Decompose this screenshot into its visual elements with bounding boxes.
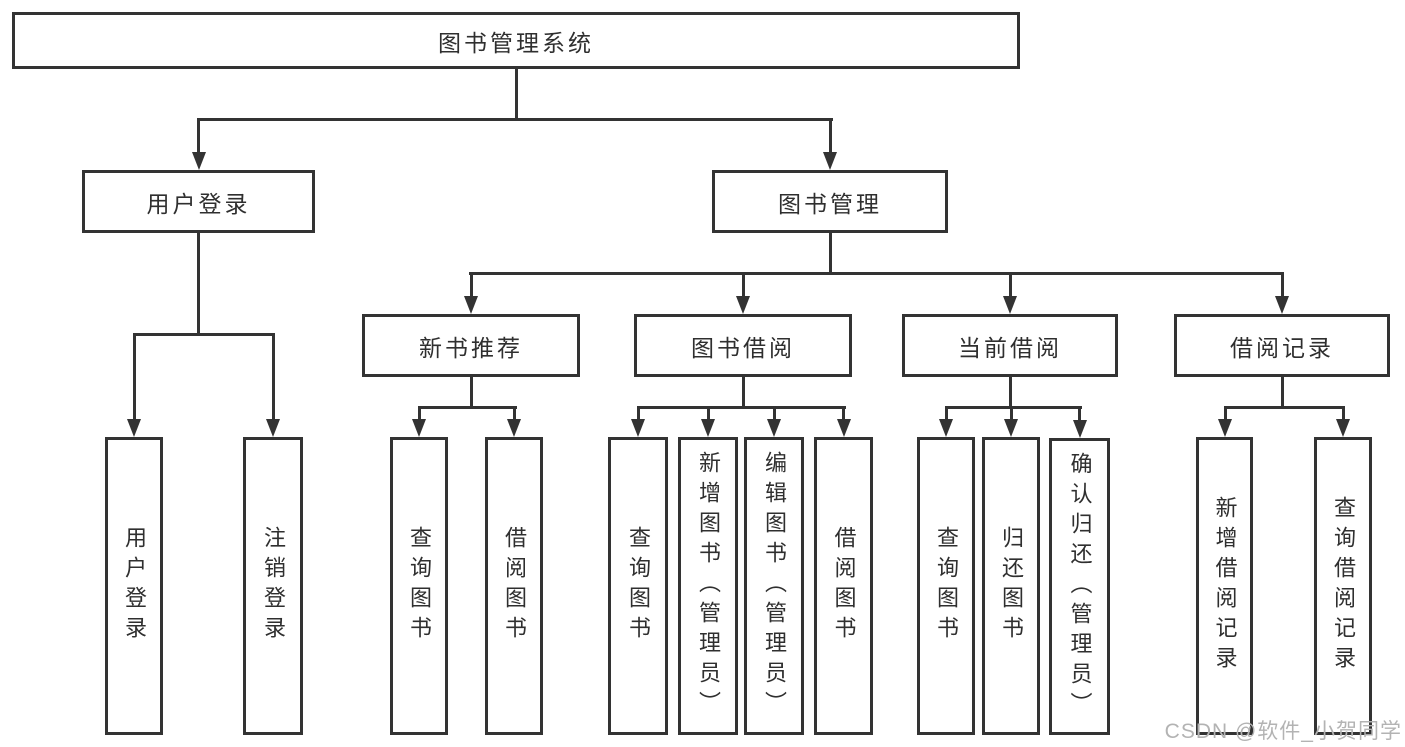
connector-drop-leaf-user-login [133, 333, 136, 423]
leaf-add-borrow-record: 新增借阅记录 [1196, 437, 1253, 735]
leaf-confirm-return-admin: 确认归还（管理员） [1049, 438, 1110, 735]
node-current-borrow: 当前借阅 [902, 314, 1118, 377]
connector-book-management-stub [829, 232, 832, 274]
arrowhead-cb-confirm [1073, 420, 1087, 438]
csdn-watermark: CSDN @软件_小贺同学 [1164, 720, 1402, 743]
leaf-return-books: 归还图书 [982, 437, 1040, 735]
connector-drop-book-management [829, 118, 832, 156]
arrowhead-br-query [1336, 419, 1350, 437]
arrowhead-cb-return [1004, 419, 1018, 437]
arrowhead-recommend-borrow [507, 419, 521, 437]
connector-drop-cb-return [1010, 406, 1013, 423]
connector-borrow-records-stub [1281, 376, 1284, 408]
arrowhead-bb-add [701, 419, 715, 437]
leaf-add-books-admin: 新增图书（管理员） [678, 437, 738, 735]
leaf-recommend-borrow-books: 借阅图书 [485, 437, 543, 735]
connector-drop-bb-edit [773, 406, 776, 423]
arrowhead-leaf-logout [266, 419, 280, 437]
node-root: 图书管理系统 [12, 12, 1020, 69]
arrowhead-bb-borrow [837, 419, 851, 437]
connector-root-stub [515, 68, 518, 120]
connector-new-book-recommend-stub [470, 376, 473, 408]
leaf-edit-books-admin: 编辑图书（管理员） [744, 437, 804, 735]
connector-drop-current-borrow [1009, 272, 1012, 300]
leaf-borrow-query-books: 查询图书 [608, 437, 668, 735]
connector-borrow-records-hline [1224, 406, 1345, 409]
arrowhead-current-borrow [1003, 296, 1017, 314]
arrowhead-book-management [823, 152, 837, 170]
arrowhead-leaf-user-login [127, 419, 141, 437]
node-book-borrow: 图书借阅 [634, 314, 852, 377]
arrowhead-cb-query [939, 419, 953, 437]
connector-book-borrow-hline [637, 406, 846, 409]
connector-drop-br-add [1224, 406, 1227, 423]
arrowhead-new-book-recommend [464, 296, 478, 314]
connector-drop-recommend-query [418, 406, 421, 423]
connector-root-hline [197, 118, 833, 121]
connector-drop-user-login [197, 118, 200, 156]
leaf-recommend-query-books: 查询图书 [390, 437, 448, 735]
connector-book-borrow-stub [742, 376, 745, 408]
arrowhead-user-login [192, 152, 206, 170]
leaf-logout: 注销登录 [243, 437, 303, 735]
leaf-query-borrow-record: 查询借阅记录 [1314, 437, 1372, 735]
connector-drop-recommend-borrow [513, 406, 516, 423]
connector-drop-br-query [1342, 406, 1345, 423]
arrowhead-bb-edit [767, 419, 781, 437]
connector-book-management-hline [469, 272, 1283, 275]
connector-drop-bb-query [637, 406, 640, 423]
connector-drop-new-book-recommend [470, 272, 473, 300]
connector-current-borrow-stub [1009, 376, 1012, 408]
leaf-current-query-books: 查询图书 [917, 437, 975, 735]
connector-drop-cb-query [945, 406, 948, 423]
connector-user-login-hline [133, 333, 275, 336]
arrowhead-book-borrow [736, 296, 750, 314]
arrowhead-borrow-records [1275, 296, 1289, 314]
connector-drop-cb-confirm [1078, 406, 1081, 423]
arrowhead-bb-query [631, 419, 645, 437]
arrowhead-recommend-query [412, 419, 426, 437]
node-user-login: 用户登录 [82, 170, 315, 233]
node-new-book-recommend: 新书推荐 [362, 314, 580, 377]
connector-user-login-stub [197, 232, 200, 336]
connector-drop-borrow-records [1281, 272, 1284, 300]
connector-current-borrow-hline [945, 406, 1082, 409]
node-borrow-records: 借阅记录 [1174, 314, 1390, 377]
connector-drop-bb-borrow [842, 406, 845, 423]
arrowhead-br-add [1218, 419, 1232, 437]
node-book-management: 图书管理 [712, 170, 948, 233]
leaf-user-login: 用户登录 [105, 437, 163, 735]
leaf-borrow-books: 借阅图书 [814, 437, 873, 735]
connector-drop-leaf-logout [272, 333, 275, 423]
connector-drop-bb-add [707, 406, 710, 423]
connector-drop-book-borrow [742, 272, 745, 300]
connector-new-book-recommend-hline [418, 406, 517, 409]
